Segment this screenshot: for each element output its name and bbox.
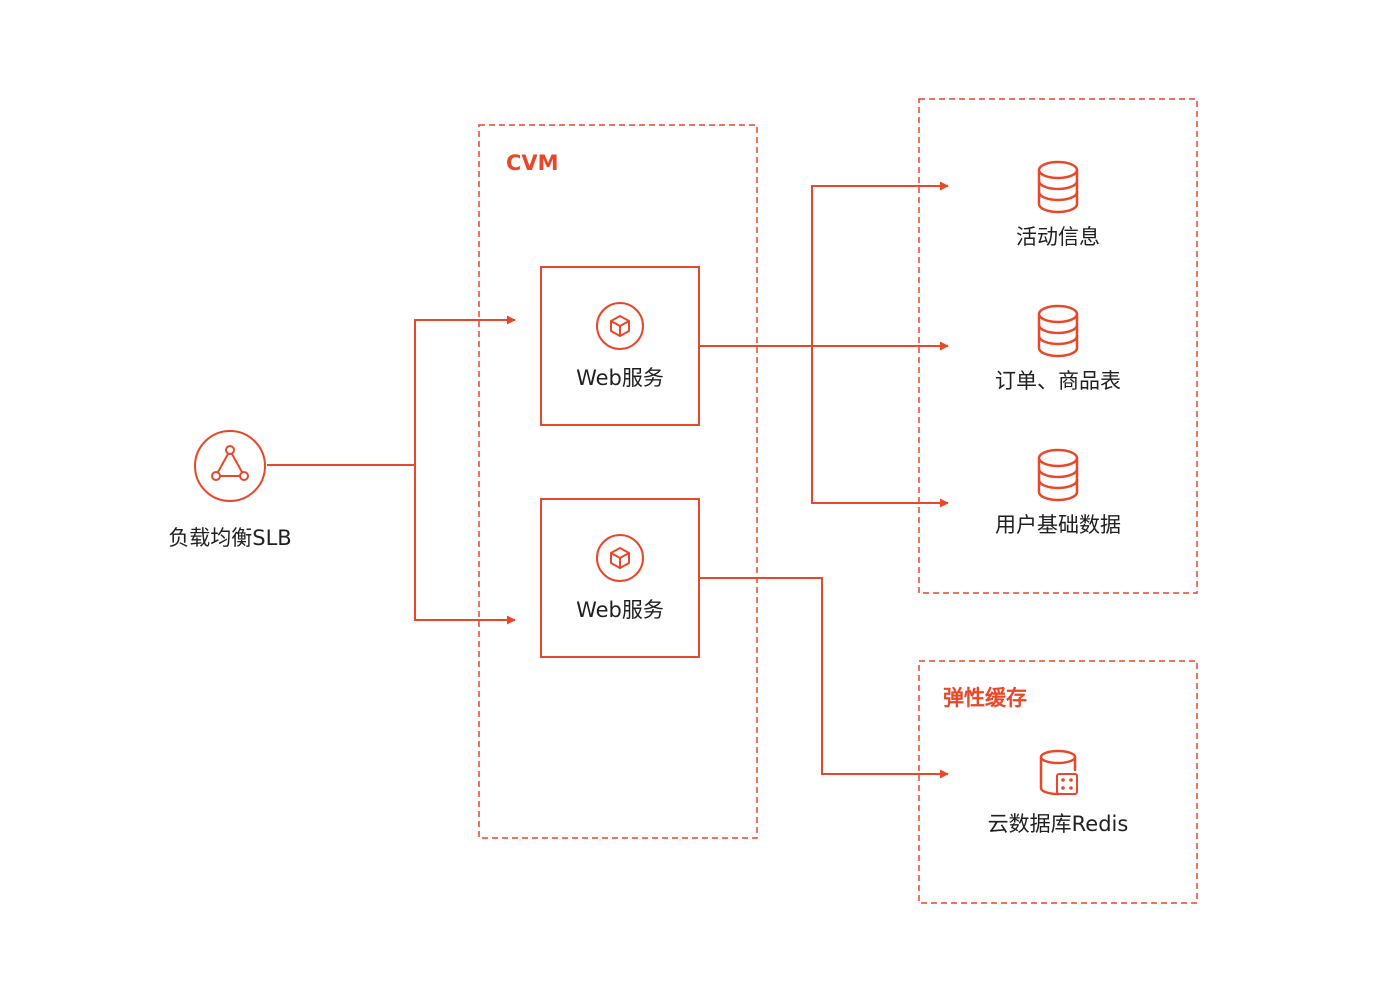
activity-info-node: 活动信息 — [1016, 160, 1100, 249]
edge-slb-to-web-service-1 — [267, 315, 516, 466]
edge-web-service-2-to-redis — [699, 577, 949, 779]
user-data-label: 用户基础数据 — [995, 513, 1121, 537]
cache-group-title: 弹性缓存 — [943, 686, 1027, 710]
redis-node: 云数据库Redis — [988, 749, 1129, 836]
edge-web-service-1-to-activity-info — [811, 181, 949, 346]
cube-icon — [596, 534, 644, 582]
activity-info-label: 活动信息 — [1016, 225, 1100, 249]
cube-icon — [596, 302, 644, 350]
cvm-group-border — [478, 124, 758, 839]
slb-node: 负载均衡SLB — [168, 430, 292, 550]
database-group — [918, 98, 1198, 594]
web-service-2-node: Web服务 — [540, 498, 700, 658]
user-data-node: 用户基础数据 — [995, 448, 1121, 537]
edge-slb-to-web-service-2 — [414, 465, 516, 625]
web-service-2-label: Web服务 — [576, 598, 664, 622]
cvm-group-title: CVM — [506, 151, 559, 175]
cache-group: 弹性缓存 — [918, 660, 1198, 904]
redis-cache-icon — [1039, 749, 1078, 796]
database-icon — [1037, 160, 1079, 214]
redis-label: 云数据库Redis — [988, 812, 1129, 836]
web-service-1-box — [540, 266, 700, 426]
web-service-2-box — [540, 498, 700, 658]
web-service-1-node: Web服务 — [540, 266, 700, 426]
database-group-border — [918, 98, 1198, 594]
connectors — [267, 181, 949, 779]
database-icon — [1037, 304, 1079, 358]
order-product-node: 订单、商品表 — [995, 304, 1121, 393]
cvm-group: CVM — [478, 124, 758, 839]
load-balancer-icon — [194, 430, 266, 502]
database-icon — [1037, 448, 1079, 502]
slb-label: 负载均衡SLB — [168, 526, 291, 550]
edge-web-service-1-to-user-data — [811, 346, 949, 508]
web-service-1-label: Web服务 — [576, 366, 664, 390]
order-product-label: 订单、商品表 — [995, 369, 1121, 393]
